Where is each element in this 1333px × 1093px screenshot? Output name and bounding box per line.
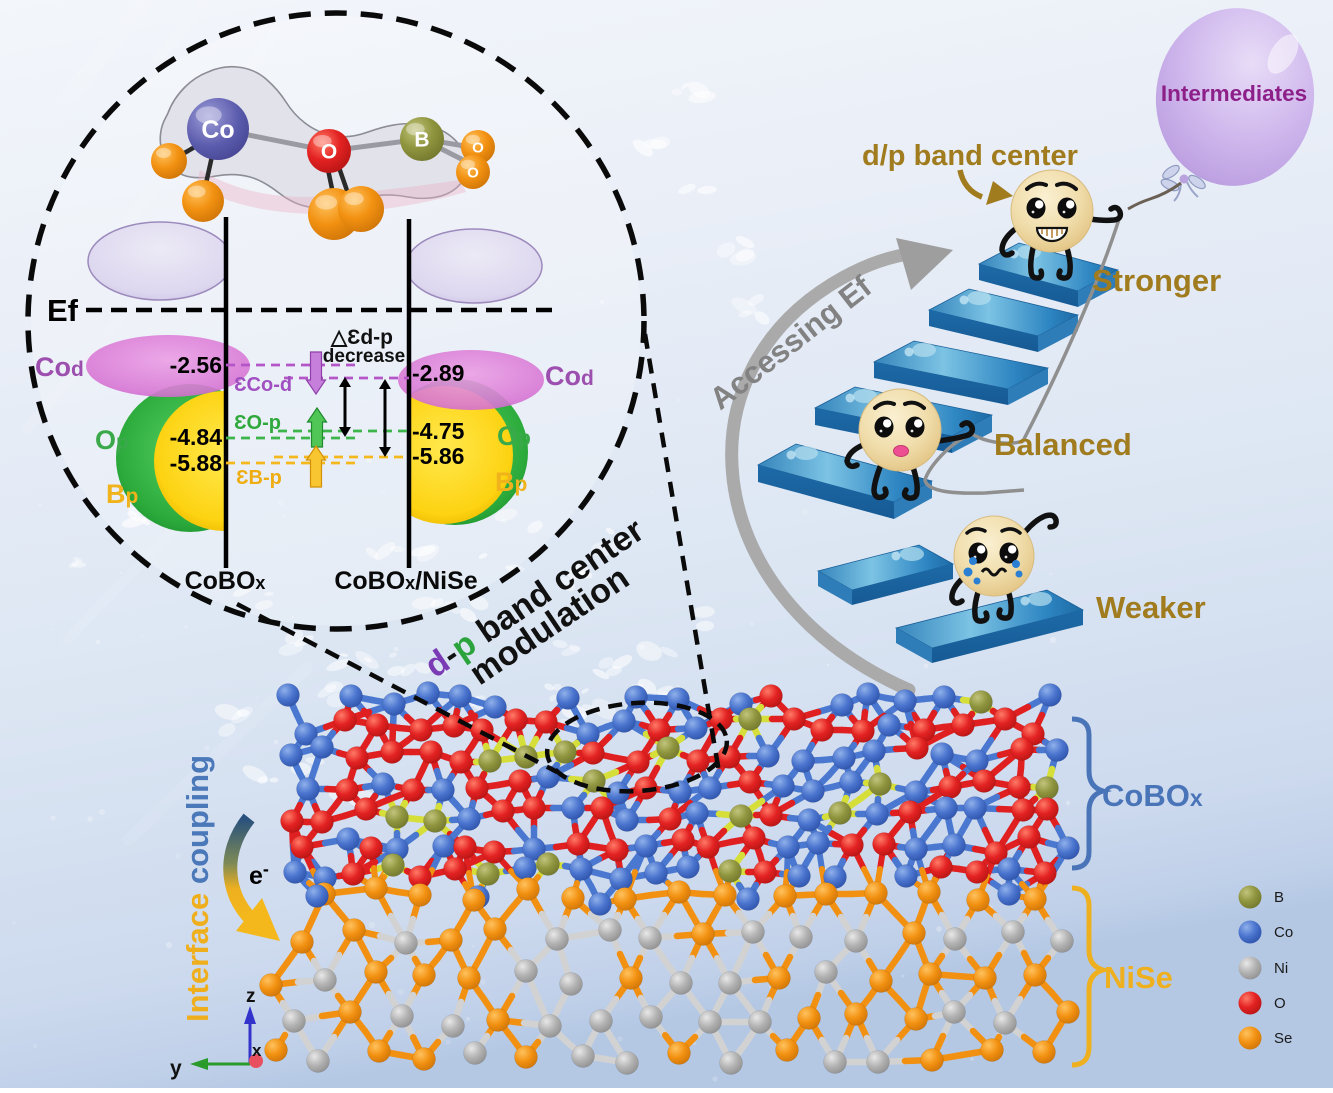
svg-text:x: x: [252, 1041, 262, 1060]
svg-text:-5.88: -5.88: [170, 450, 223, 476]
svg-text:Interface coupling: Interface coupling: [180, 755, 215, 1022]
svg-text:B: B: [414, 128, 429, 151]
svg-text:Balanced: Balanced: [994, 427, 1132, 462]
svg-text:-5.86: -5.86: [412, 443, 464, 469]
svg-text:△Ɛd-p: △Ɛd-p: [330, 326, 393, 349]
svg-text:Co: Co: [201, 116, 234, 144]
svg-text:Se: Se: [1274, 1030, 1292, 1047]
svg-text:Op: Op: [497, 421, 531, 451]
svg-text:-2.56: -2.56: [170, 352, 222, 378]
svg-text:y: y: [170, 1057, 182, 1080]
svg-text:O: O: [472, 139, 484, 156]
svg-text:z: z: [246, 986, 256, 1007]
svg-text:Ni: Ni: [1274, 960, 1288, 977]
svg-text:CoBOx: CoBOx: [1102, 778, 1203, 813]
svg-text:d/p band center: d/p band center: [862, 140, 1078, 172]
svg-text:ƐCo-d: ƐCo-d: [234, 374, 292, 396]
svg-text:-2.89: -2.89: [412, 360, 464, 386]
svg-text:O: O: [1274, 995, 1286, 1012]
svg-text:Co: Co: [1274, 924, 1293, 941]
svg-text:Op: Op: [95, 425, 129, 455]
svg-text:NiSe: NiSe: [1104, 960, 1173, 995]
svg-text:O: O: [467, 164, 479, 181]
svg-text:-4.84: -4.84: [170, 424, 223, 450]
svg-text:Cod: Cod: [545, 361, 594, 391]
svg-text:CoBOx: CoBOx: [185, 567, 266, 595]
svg-text:O: O: [321, 140, 337, 163]
svg-text:Ef: Ef: [47, 293, 79, 328]
svg-text:ƐO-p: ƐO-p: [234, 412, 281, 434]
svg-text:Intermediates: Intermediates: [1161, 81, 1307, 106]
svg-text:-4.75: -4.75: [412, 418, 465, 444]
svg-text:ƐB-p: ƐB-p: [236, 467, 282, 489]
svg-text:Stronger: Stronger: [1092, 263, 1221, 298]
svg-text:Weaker: Weaker: [1096, 590, 1206, 625]
svg-text:decrease: decrease: [323, 346, 405, 367]
svg-text:B: B: [1274, 889, 1284, 906]
